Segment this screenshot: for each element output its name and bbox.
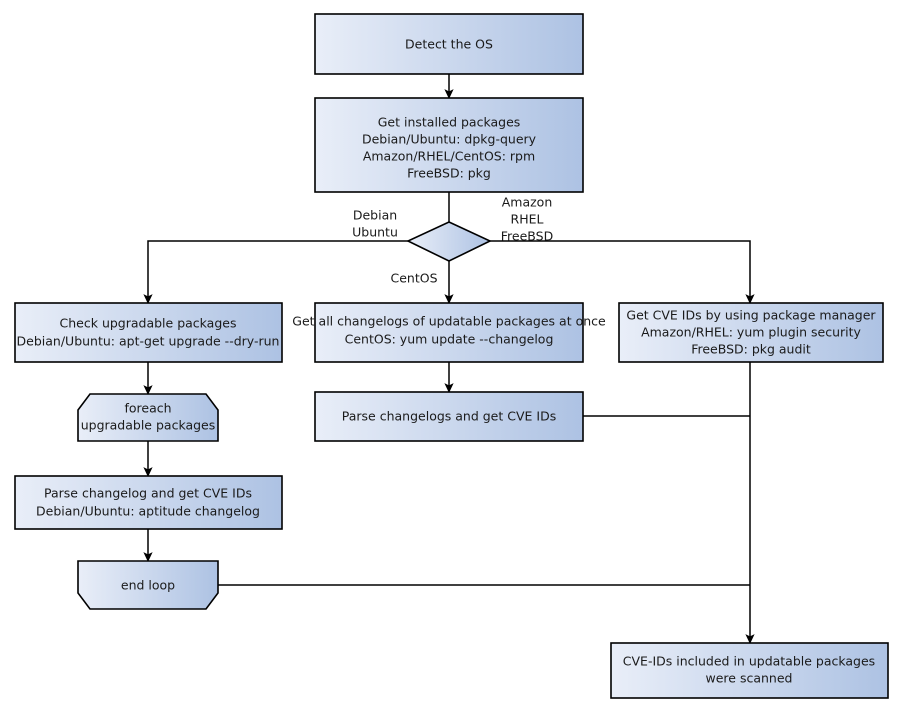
node-get-cve-ids-pkg-manager-line-0: Get CVE IDs by using package manager: [626, 308, 876, 323]
node-foreach-loop-start-shape: [77, 393, 219, 442]
node-get-installed-packages-shape: [314, 97, 584, 193]
edge-decision-to-pkg-manager: [490, 240, 755, 305]
node-parse-changelog-single[interactable]: Parse changelog and get CVE IDs Debian/U…: [14, 475, 283, 530]
edge-label-centos: CentOS: [390, 271, 437, 286]
edge-label-amazon-rhel-freebsd-line-2: FreeBSD: [501, 229, 553, 244]
node-os-decision[interactable]: [406, 221, 492, 262]
node-get-all-changelogs-shape: [314, 302, 584, 363]
node-parse-changelogs-bulk[interactable]: Parse changelogs and get CVE IDs: [314, 391, 584, 442]
node-get-installed-packages-line-1: Debian/Ubuntu: dpkg-query: [362, 132, 537, 147]
node-check-upgradable-shape: [14, 302, 283, 363]
node-parse-changelogs-bulk-line-0: Parse changelogs and get CVE IDs: [342, 409, 556, 424]
node-scanned-result-line-0: CVE-IDs included in updatable packages: [623, 654, 875, 669]
node-get-cve-ids-pkg-manager-shape: [618, 302, 884, 363]
node-scanned-result-line-1: were scanned: [706, 671, 793, 686]
edge-decision-to-check-upgradable: [143, 240, 408, 305]
node-foreach-loop-start-line-0: foreach: [124, 401, 171, 416]
edge-label-centos-line-0: CentOS: [390, 271, 437, 286]
node-end-loop-line-0: end loop: [121, 578, 175, 593]
edge-label-amazon-rhel-freebsd-line-0: Amazon: [502, 195, 553, 210]
node-get-cve-ids-pkg-manager[interactable]: Get CVE IDs by using package manager Ama…: [618, 302, 884, 363]
node-parse-changelogs-bulk-shape: [314, 391, 584, 442]
node-get-cve-ids-pkg-manager-line-2: FreeBSD: pkg audit: [691, 342, 811, 357]
node-detect-os-line-0: Detect the OS: [405, 37, 493, 52]
edge-label-amazon-rhel-freebsd-line-1: RHEL: [511, 212, 544, 227]
node-get-all-changelogs-line-1: CentOS: yum update --changelog: [345, 332, 554, 347]
connector-layer: [143, 74, 755, 645]
node-get-installed-packages[interactable]: Get installed packages Debian/Ubuntu: dp…: [314, 97, 584, 193]
node-get-installed-packages-line-3: FreeBSD: pkg: [407, 166, 491, 181]
edge-label-debian-ubuntu-line-1: Ubuntu: [352, 225, 398, 240]
node-scanned-result[interactable]: CVE-IDs included in updatable packages w…: [610, 642, 889, 699]
node-foreach-loop-start-line-1: upgradable packages: [81, 418, 216, 433]
node-get-all-changelogs[interactable]: Get all changelogs of updatable packages…: [292, 302, 606, 363]
node-get-cve-ids-pkg-manager-line-1: Amazon/RHEL: yum plugin security: [641, 325, 861, 340]
node-end-loop-shape: [77, 560, 219, 610]
node-detect-os[interactable]: Detect the OS: [314, 13, 584, 75]
node-scanned-result-shape: [610, 642, 889, 699]
node-parse-changelog-single-line-0: Parse changelog and get CVE IDs: [44, 486, 252, 501]
edge-label-debian-ubuntu-line-0: Debian: [353, 208, 397, 223]
node-get-installed-packages-line-0: Get installed packages: [378, 115, 521, 130]
node-check-upgradable-line-0: Check upgradable packages: [60, 316, 237, 331]
node-foreach-loop-start[interactable]: foreach upgradable packages: [77, 393, 219, 442]
node-end-loop[interactable]: end loop: [77, 560, 219, 610]
node-parse-changelog-single-line-1: Debian/Ubuntu: aptitude changelog: [36, 504, 260, 519]
node-os-decision-shape: [406, 221, 492, 262]
node-parse-changelog-single-shape: [14, 475, 283, 530]
node-check-upgradable[interactable]: Check upgradable packages Debian/Ubuntu:…: [14, 302, 283, 363]
node-get-all-changelogs-line-0: Get all changelogs of updatable packages…: [292, 314, 606, 329]
edge-label-debian-ubuntu: Debian Ubuntu: [352, 208, 398, 240]
edge-label-amazon-rhel-freebsd: Amazon RHEL FreeBSD: [501, 195, 553, 244]
node-check-upgradable-line-1: Debian/Ubuntu: apt-get upgrade --dry-run: [17, 334, 280, 349]
node-detect-os-shape: [314, 13, 584, 75]
node-get-installed-packages-line-2: Amazon/RHEL/CentOS: rpm: [363, 149, 535, 164]
